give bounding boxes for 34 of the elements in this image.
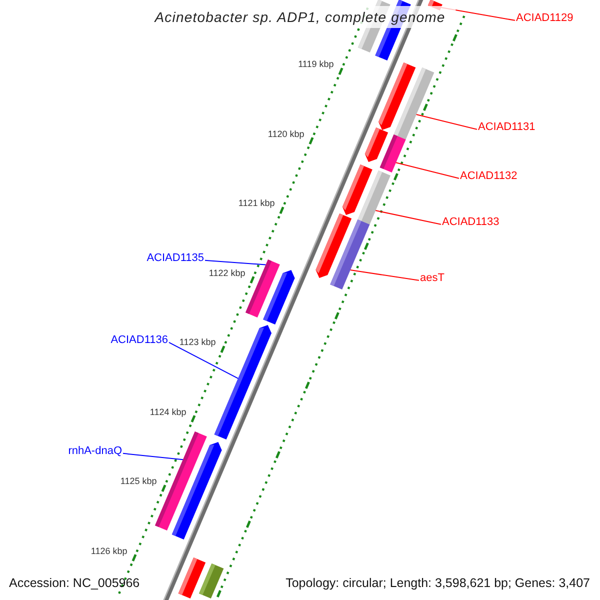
scale-label: 1120 kbp [268, 128, 304, 139]
gene-label: ACIAD1132 [460, 170, 518, 182]
gene-block [330, 220, 370, 290]
leader-line [375, 210, 442, 225]
scale-label: 1122 kbp [208, 268, 246, 278]
scale-label: 1123 kbp [179, 337, 216, 348]
gene-label: rnhA-dnaQ [68, 445, 122, 457]
gene-block [178, 558, 206, 598]
gene-block [380, 134, 406, 172]
gene-block [172, 442, 222, 540]
gene-block [392, 68, 434, 142]
leader-line [416, 114, 478, 130]
gene-label: aesT [420, 272, 444, 284]
leader-line [204, 260, 266, 266]
scale-label: 1124 kbp [150, 406, 186, 417]
leader-line [122, 452, 184, 460]
scale-label: 1126 kbp [90, 546, 128, 556]
gene-block [263, 270, 295, 324]
gene-block [199, 564, 224, 598]
gene-label: ACIAD1135 [146, 252, 204, 264]
gene-label: ACIAD1129 [516, 12, 574, 24]
gene-label: ACIAD1131 [478, 121, 536, 133]
leader-line [168, 342, 239, 379]
scale-label: 1119 kbp [298, 59, 334, 70]
gene-label: ACIAD1133 [442, 216, 500, 228]
accession-text: Accession: NC_005966 [9, 576, 140, 590]
gene-label: ACIAD1136 [110, 334, 168, 346]
gene-block [364, 128, 388, 162]
genome-info-text: Topology: circular; Length: 3,598,621 bp; Genes: 3,407 [286, 576, 590, 590]
scale-label: 1125 kbp [120, 476, 157, 486]
leader-line [395, 162, 460, 179]
gene-block [214, 325, 272, 440]
gene-block [357, 170, 390, 226]
scale-label: 1121 kbp [238, 198, 275, 208]
